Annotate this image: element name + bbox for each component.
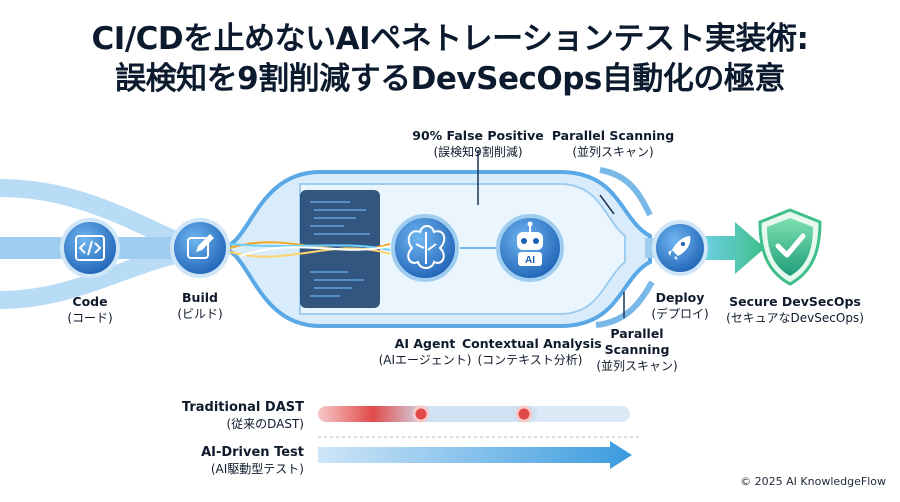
ai-driven-arrow — [318, 441, 632, 469]
robot-badge: AI — [525, 255, 535, 266]
traditional-dast-label: Traditional DAST (従来のDAST) — [181, 400, 304, 431]
code-icon — [75, 235, 105, 261]
robot-icon: AI — [517, 221, 543, 266]
build-label: Build (ビルド) — [177, 290, 223, 321]
traditional-stop-2 — [515, 405, 533, 423]
parallel-scanning-top-annotation: Parallel Scanning (並列スキャン) — [551, 128, 675, 159]
ai-agent-label: AI Agent (AIエージェント) — [378, 336, 472, 367]
page-title-line-2: 誤検知を9割削減するDevSecOps自動化の極意 — [115, 61, 785, 97]
deploy-to-secure-arrow — [700, 222, 765, 274]
page-title-line-1: CI/CDを止めないAIペネトレーションテスト実装術: — [91, 21, 809, 57]
false-positive-annotation: 90% False Positive (誤検知9割削減) — [412, 128, 544, 159]
code-label: Code (コード) — [67, 294, 113, 325]
parallel-scanning-bottom-annotation: Parallel Scanning (並列スキャン) — [596, 326, 678, 373]
edit-icon — [187, 234, 214, 259]
secure-devsecops-label: Secure DevSecOps (セキュアなDevSecOps) — [726, 294, 864, 325]
energy-streams — [229, 241, 391, 258]
code-node — [60, 218, 120, 278]
traditional-stop-1 — [412, 405, 430, 423]
rocket-icon — [668, 236, 691, 260]
contextual-analysis-node: AI — [496, 214, 564, 282]
copyright-notice: © 2025 AI KnowledgeFlow — [740, 475, 886, 488]
code-panel-lines — [310, 201, 370, 297]
ai-driven-test-label: AI-Driven Test (AI駆動型テスト) — [201, 445, 304, 476]
secure-node — [758, 208, 822, 286]
deploy-node — [652, 220, 708, 276]
deploy-label: Deploy (デプロイ) — [651, 290, 709, 321]
input-stream-bottom — [0, 246, 178, 309]
ai-agent-node — [391, 214, 459, 282]
parallel-stream-bottom — [595, 280, 655, 328]
parallel-stream-top — [599, 167, 653, 217]
input-stream-top — [0, 179, 179, 249]
contextual-analysis-label: Contextual Analysis (コンテキスト分析) — [462, 336, 602, 367]
parallel-top-pointer — [599, 194, 615, 215]
shield-check-icon — [767, 218, 813, 276]
build-node — [170, 218, 230, 278]
brain-icon — [407, 225, 446, 269]
